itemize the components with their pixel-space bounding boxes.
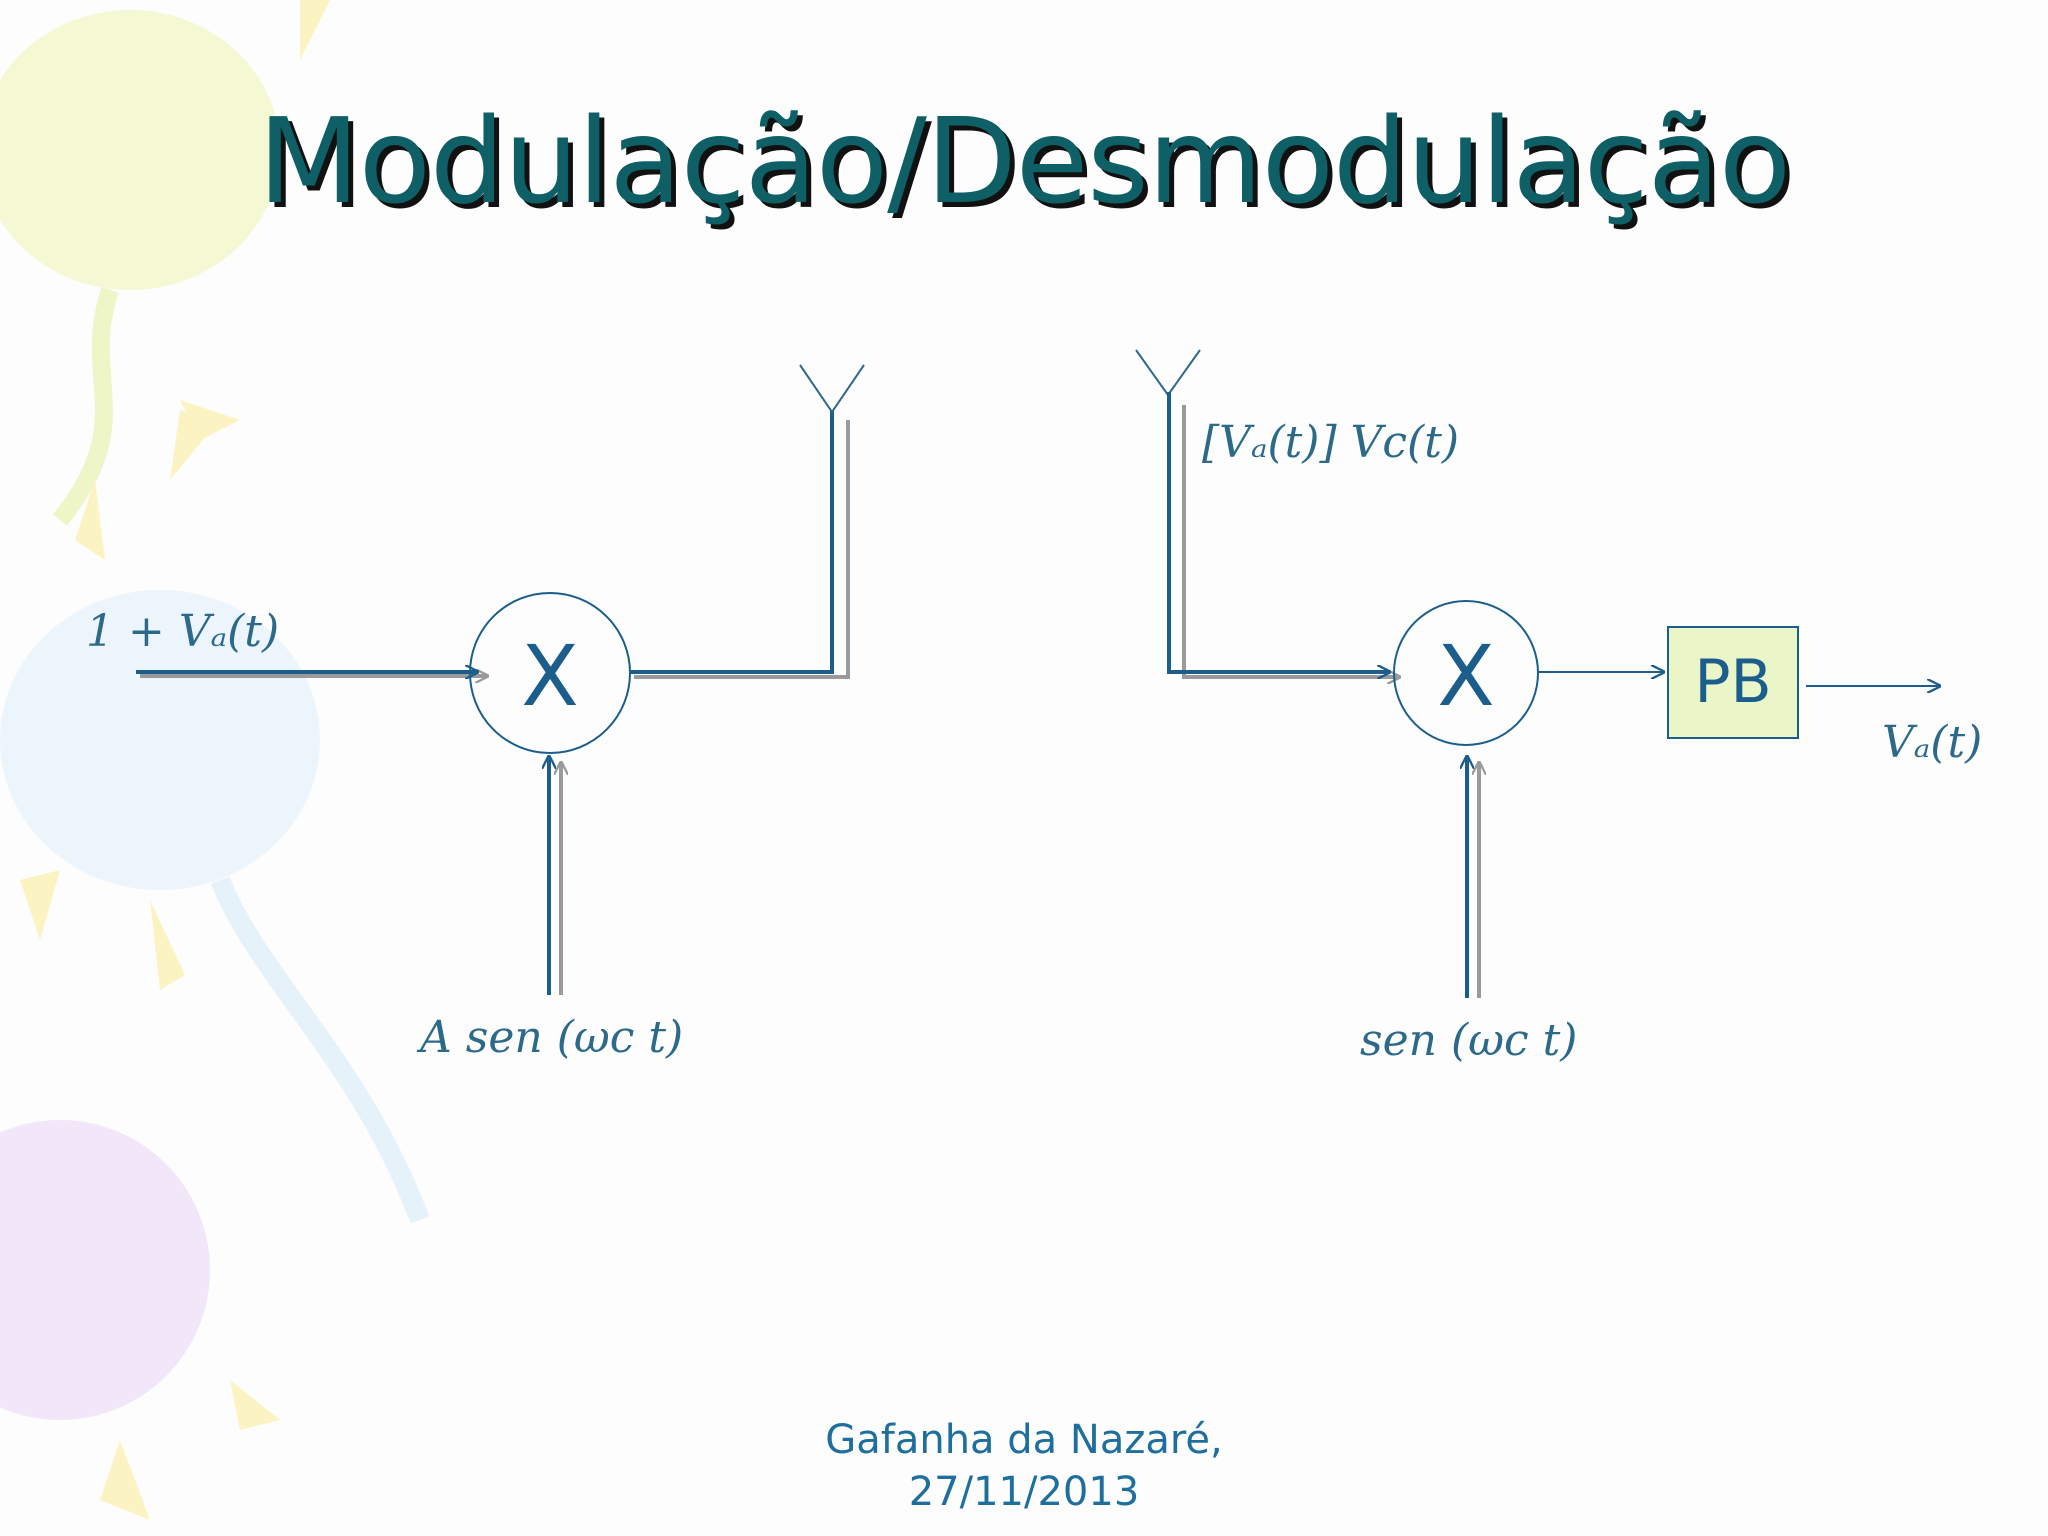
modulator: 1 + Vₐ(t) X A sen (ωc t) [86,364,865,1063]
carrier-label: sen (ωc t) [1360,1015,1577,1066]
multiplier-symbol: X [1437,627,1495,725]
ray-3 [75,480,105,560]
blue-balloon-string [210,876,430,1224]
input-line [1167,392,1390,672]
blue-balloon [0,590,320,890]
demodulator: [Vₐ(t)] Vc(t) X PB Vₐ(t) sen (ωc t) [1135,349,1982,1066]
carrier-label: A sen (ωc t) [416,1012,683,1063]
transmit-antenna-icon [799,364,865,414]
output-line-shadow [634,420,850,679]
input-line-shadow [1182,405,1400,677]
signal-label: [Vₐ(t)] Vc(t) [1202,417,1459,468]
footer-date: 27/11/2013 [908,1469,1140,1515]
footer: Gafanha da Nazaré, 27/11/2013 [0,1414,2048,1518]
ray-1 [300,0,330,60]
ray-8 [180,400,240,440]
input-label: 1 + Vₐ(t) [86,606,279,657]
ray-7 [100,1440,150,1520]
purple-balloon [0,1120,210,1420]
output-label: Vₐ(t) [1882,717,1982,768]
footer-location: Gafanha da Nazaré, [825,1417,1223,1463]
yellow-balloon-string [52,287,119,526]
yellow-balloon [0,10,280,290]
slide-title: Modulação/Desmodulação [257,92,1791,230]
multiplier-circle [1393,600,1539,746]
output-line [630,410,834,674]
lowpass-filter-label: PB [1694,647,1771,717]
receive-antenna-icon [1135,349,1201,397]
ray-4 [20,870,60,940]
multiplier-symbol: X [521,627,579,725]
ray-6 [230,1380,280,1430]
lowpass-filter-box [1667,626,1799,739]
ray-5 [150,900,185,990]
